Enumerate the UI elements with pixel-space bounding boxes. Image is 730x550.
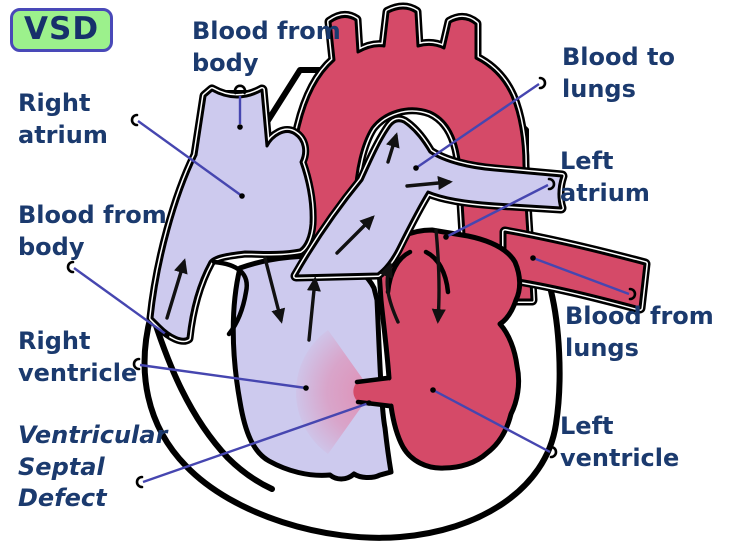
label-blood-from-lungs: Blood from lungs [565,302,714,362]
leader-lines [66,76,637,489]
label-ventricular-septal-defect: Ventricular Septal Defect [18,421,168,513]
leader-right-atrium [130,113,245,199]
leader-blood-from-body-left [66,260,170,338]
label-left-atrium: Left atrium [560,147,650,207]
leader-left-atrium [443,177,556,240]
flow-arrow-la-down [431,228,446,324]
label-blood-from-body-top: Blood from body [192,17,341,77]
vsd-hole-edge-bottom [355,399,394,409]
label-blood-from-body-left: Blood from body [18,201,167,261]
right-atrium-svc [146,84,317,345]
vsd-hole-edge-top [354,375,392,385]
label-left-ventricle: Left ventricle [560,412,680,472]
flow-arrow-trunk-diagonal [335,215,375,255]
leader-blood-from-lungs [530,255,637,301]
right-atrium-shape [150,88,313,341]
leader-left-ventricle [430,387,558,459]
ventricle-wall-line [148,307,275,492]
pulmonary-trunk-shape [294,119,564,278]
leader-blood-to-lungs [413,76,547,171]
pulmonary-artery [290,115,568,282]
flow-arrows [165,132,453,342]
pulmonary-vein-shape [503,230,647,310]
tricuspid-valve-leaflet [211,259,249,337]
flow-arrow-la-up [379,262,400,324]
flow-arrow-ra-down [263,256,286,324]
leader-blood-from-body-top [233,84,247,130]
flow-arrow-branch-right [405,176,453,191]
mitral-valve-leaflet-right [423,249,451,295]
leader-right-ventricle [132,357,309,391]
label-blood-to-lungs: Blood to lungs [562,43,675,103]
label-right-ventricle: Right ventricle [18,327,138,387]
pulmonary-vein [499,226,651,314]
label-right-atrium: Right atrium [18,89,108,149]
vsd-badge: VSD [10,8,114,52]
flow-arrow-svc-up [165,258,188,320]
flow-arrow-rv-up [306,276,321,342]
vsd-badge-label: VSD [24,11,100,47]
vsd-shunt [353,378,391,406]
leader-vsd [135,400,372,489]
flow-arrow-trunk-up [386,132,400,164]
